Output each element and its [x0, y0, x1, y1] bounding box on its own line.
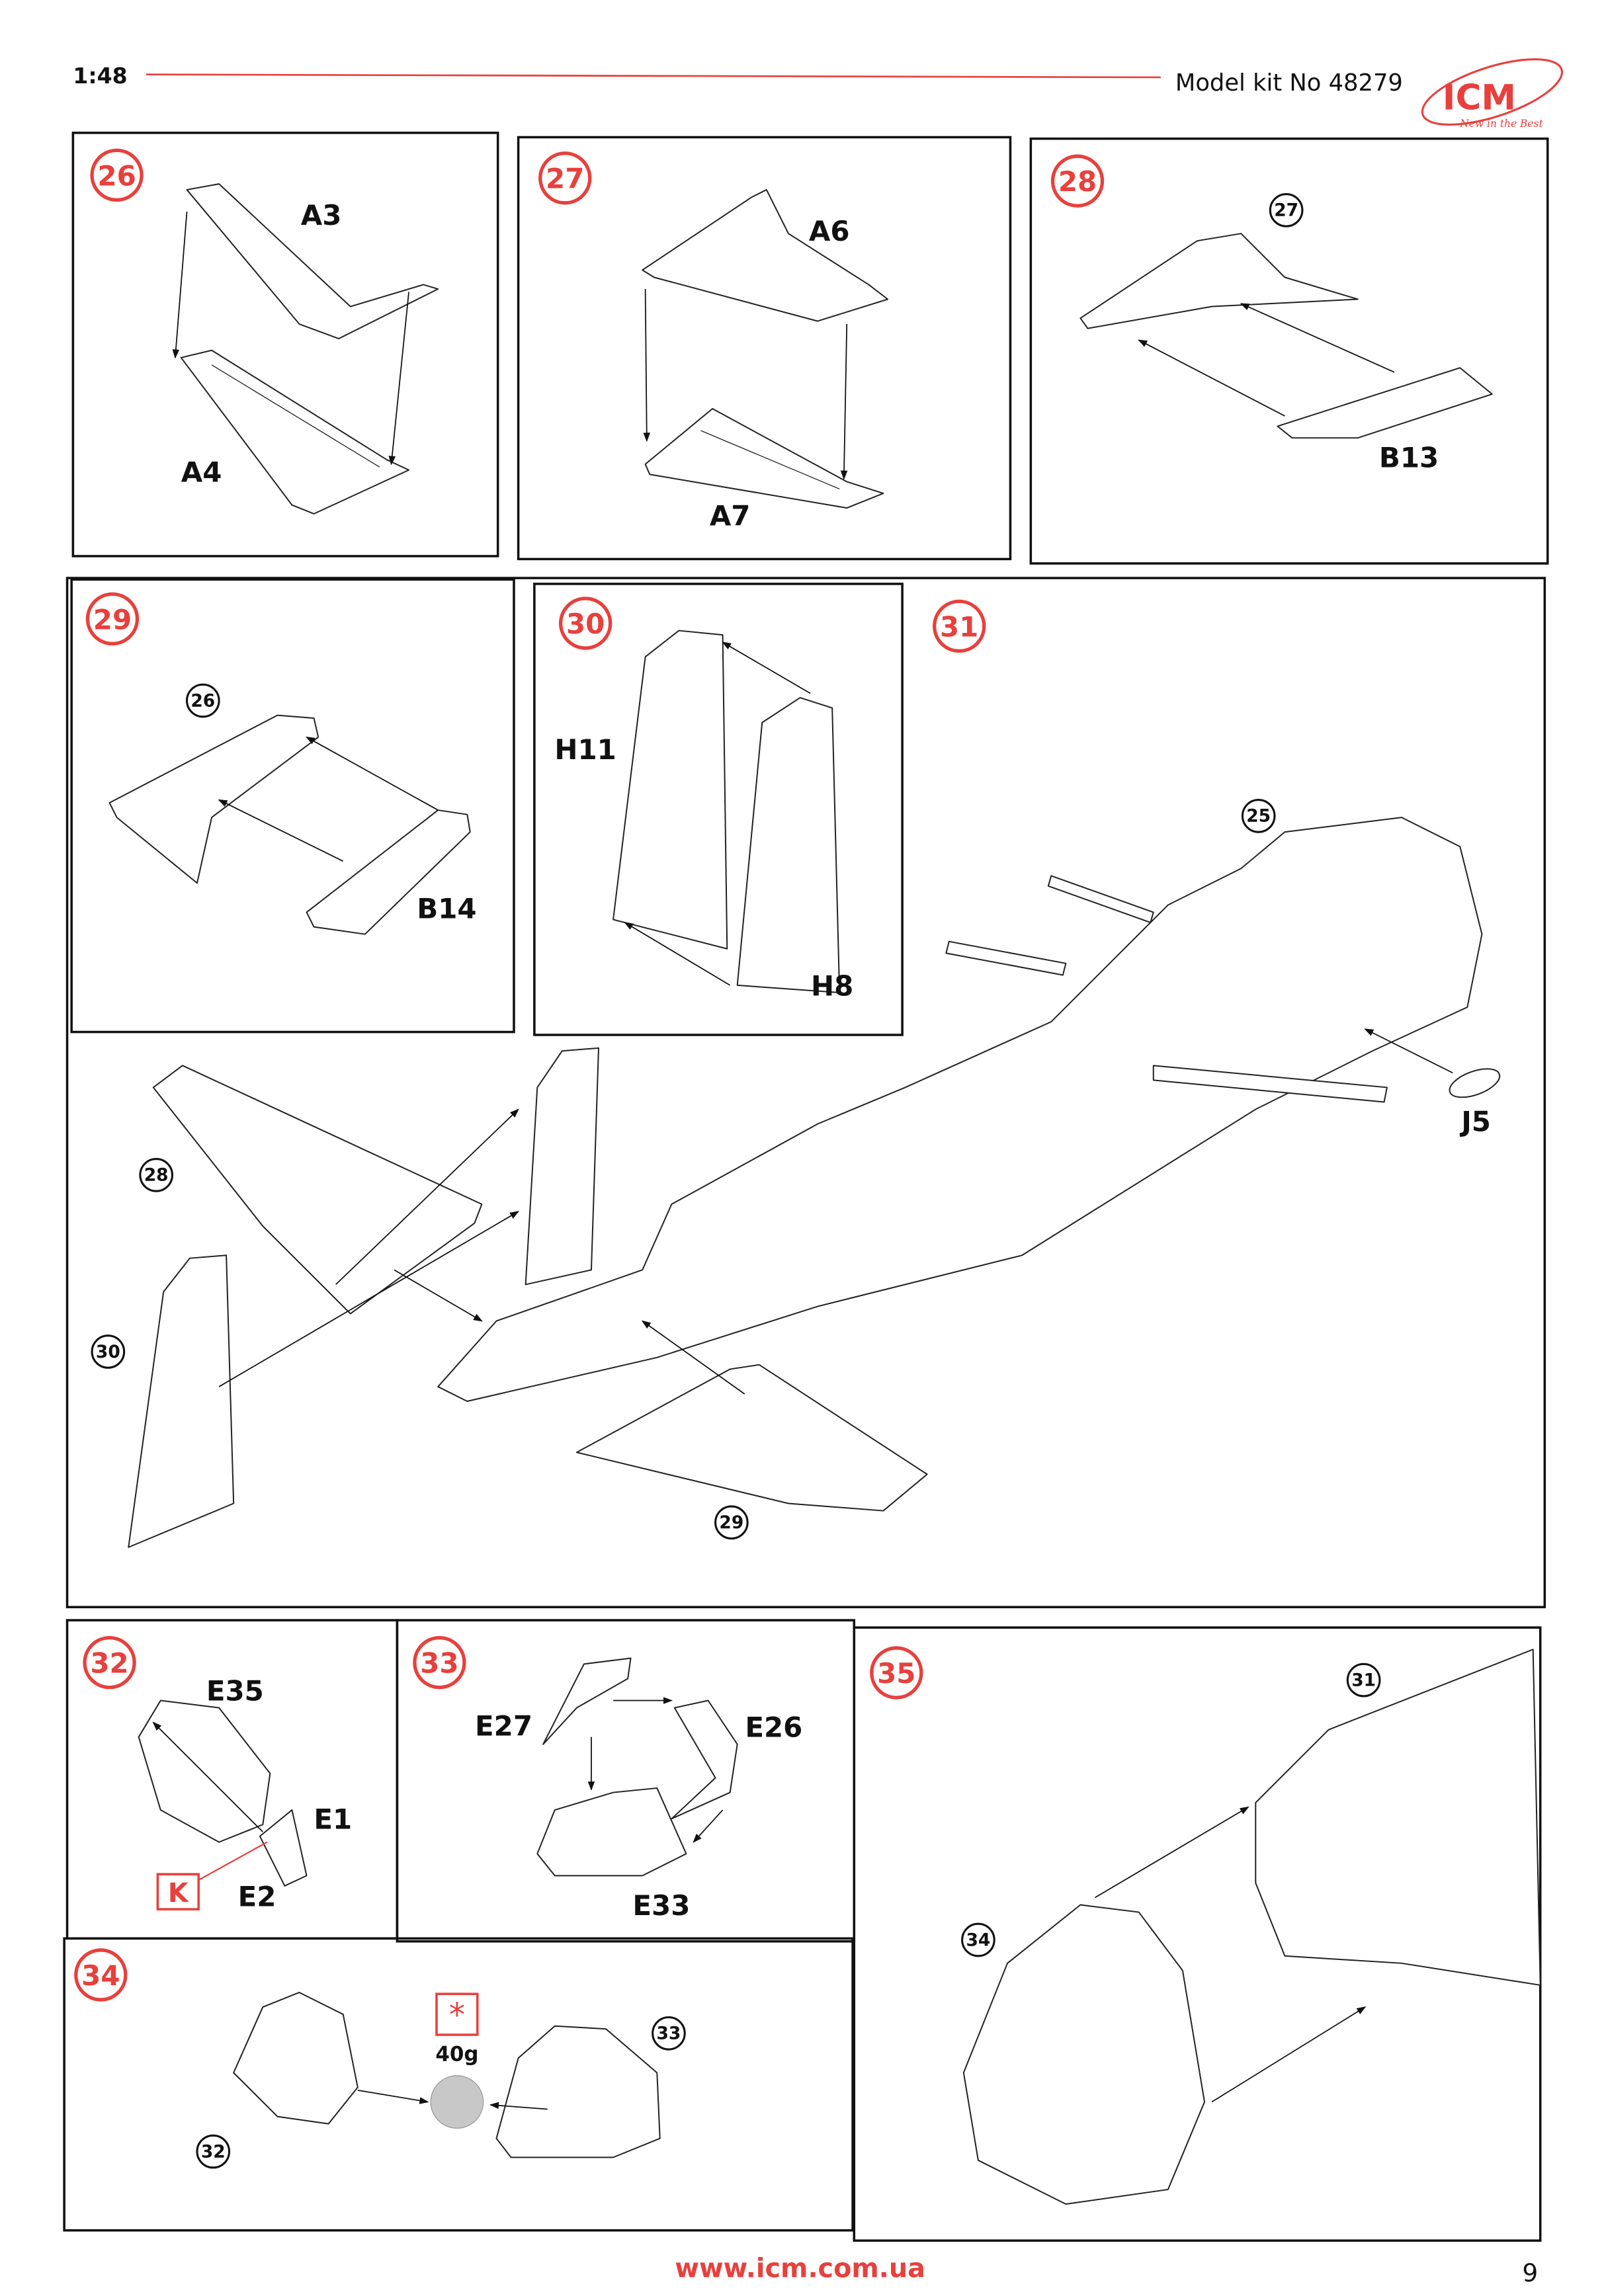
weight-ball: [430, 2075, 484, 2129]
nose-assembly-drawing: *: [233, 1991, 661, 2158]
nose-cover-drawing: [536, 1657, 738, 1877]
svg-text:26: 26: [97, 159, 136, 192]
scale-label: 1:48: [73, 63, 127, 89]
step-27-number: 27: [538, 151, 592, 205]
wing-part-drawing: [642, 188, 889, 509]
ref-step-27: 27: [1269, 193, 1304, 227]
part-label: E2: [238, 1881, 276, 1913]
ref-step-33: 33: [652, 2016, 686, 2051]
svg-text:*: *: [449, 1997, 465, 2034]
svg-text:30: 30: [566, 608, 605, 640]
logo-tagline: New in the Best: [1459, 118, 1543, 130]
kit-number: Model kit No 48279: [1175, 69, 1403, 97]
step-26-number: 26: [90, 148, 144, 202]
ref-step-34: 34: [961, 1922, 995, 1957]
part-label: B13: [1379, 441, 1439, 473]
svg-text:34: 34: [81, 1959, 120, 1992]
part-label: E33: [632, 1889, 690, 1922]
svg-text:33: 33: [420, 1647, 458, 1680]
part-label: H11: [554, 733, 616, 766]
svg-text:35: 35: [877, 1657, 915, 1690]
nose-part-drawing: [138, 1700, 308, 1910]
step-31-panel: [65, 577, 1546, 1609]
asterisk-box-icon: [435, 1992, 479, 2036]
svg-text:26: 26: [190, 690, 215, 711]
airframe-drawing: [128, 817, 1501, 1548]
part-label: E27: [475, 1709, 532, 1742]
step-27-panel: [517, 136, 1012, 561]
step-32-number: 32: [83, 1635, 136, 1690]
svg-text:28: 28: [144, 1165, 169, 1186]
step-29-panel: [70, 578, 515, 1034]
header-rule: [146, 73, 1161, 79]
part-label: A6: [809, 215, 850, 247]
svg-text:31: 31: [940, 610, 978, 643]
step-28-number: 28: [1050, 154, 1105, 208]
paint-code-box: [156, 1873, 200, 1910]
step-30-number: 30: [558, 596, 613, 650]
step-35-number: 35: [870, 1646, 923, 1700]
step-29-number: 29: [85, 592, 140, 646]
weight-label: 40g: [435, 2043, 478, 2067]
step-26-panel: [71, 132, 499, 557]
part-label: J5: [1459, 1106, 1491, 1138]
fin-part-drawing: [613, 630, 841, 993]
ref-step-29: 29: [714, 1505, 749, 1540]
svg-text:ICM: ICM: [1443, 78, 1516, 118]
part-label: E26: [745, 1711, 802, 1744]
part-label: B14: [417, 892, 476, 924]
ref-step-28: 28: [139, 1158, 174, 1192]
part-label: A4: [181, 456, 222, 488]
svg-text:30: 30: [96, 1342, 120, 1362]
page-number: 9: [1522, 2258, 1538, 2287]
svg-text:29: 29: [93, 603, 132, 636]
part-label: E35: [206, 1675, 264, 1707]
svg-text:28: 28: [1058, 165, 1097, 198]
footer-url[interactable]: www.icm.com.ua: [675, 2253, 925, 2283]
ref-step-26: 26: [185, 683, 220, 718]
icm-logo: ICM New in the Best: [1421, 58, 1564, 130]
step-28-panel: [1029, 137, 1549, 565]
svg-text:33: 33: [657, 2024, 681, 2044]
step-34-number: 34: [74, 1948, 128, 2002]
svg-text:25: 25: [1246, 806, 1271, 827]
svg-text:34: 34: [966, 1930, 990, 1950]
svg-text:32: 32: [201, 2141, 226, 2162]
part-label: A3: [301, 199, 342, 231]
svg-text:27: 27: [1274, 200, 1298, 221]
wing-part-drawing: [1079, 233, 1493, 439]
step-33-number: 33: [413, 1635, 466, 1690]
step-31-number: 31: [933, 599, 986, 653]
paint-code: K: [168, 1878, 189, 1908]
svg-text:29: 29: [719, 1512, 743, 1533]
step-35-panel: [853, 1626, 1542, 2242]
ref-step-25: 25: [1241, 799, 1276, 833]
svg-text:32: 32: [90, 1647, 128, 1680]
wing-part-drawing: [172, 183, 439, 514]
step-30-panel: [533, 583, 904, 1036]
part-label: A7: [710, 500, 751, 532]
svg-text:31: 31: [1351, 1670, 1376, 1690]
svg-text:27: 27: [546, 163, 584, 195]
ref-step-31: 31: [1346, 1662, 1381, 1698]
step-34-panel: [63, 1937, 854, 2232]
forward-fuselage-drawing: [962, 1649, 1541, 2205]
part-label: H8: [811, 969, 853, 1002]
ref-step-30: 30: [91, 1334, 126, 1369]
ref-step-32: 32: [196, 2134, 231, 2169]
wing-part-drawing: [108, 714, 471, 935]
part-label: E1: [314, 1803, 352, 1836]
